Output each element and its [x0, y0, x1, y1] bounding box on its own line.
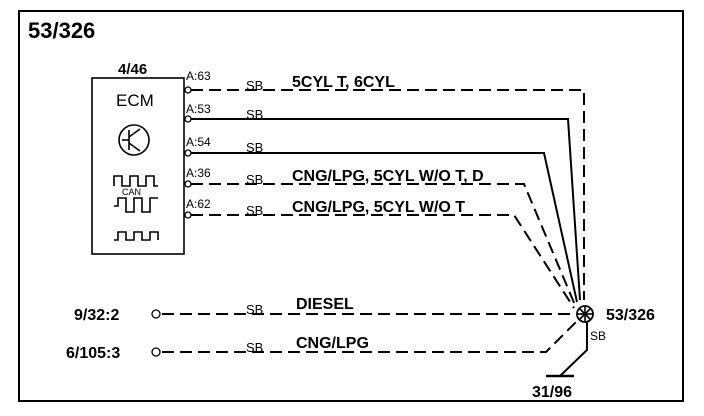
ground-ref-label: 31/96 [532, 384, 572, 401]
splice-icon [576, 305, 594, 323]
wire-a62-condition: CNG/LPG, 5CYL W/O T [292, 199, 465, 216]
ecm-ref-label: 4/46 [118, 61, 147, 78]
wire-a54 [191, 152, 578, 303]
wire-cng-lpg-condition: CNG/LPG [296, 335, 369, 352]
pin-a63-terminal [184, 86, 192, 94]
splice-out-color: SB [590, 329, 606, 343]
wire-a36 [191, 183, 576, 306]
pin-a53-label: A:53 [186, 102, 211, 116]
ecm-label: ECM [116, 91, 154, 110]
pin-a54-label: A:54 [186, 135, 211, 149]
wire-ground [559, 322, 588, 377]
page-id-label: 53/326 [28, 18, 95, 43]
wire-a36-color: SB [246, 172, 263, 187]
connector-9-32-label: 9/32:2 [74, 307, 119, 324]
wire-a62-color: SB [246, 203, 263, 218]
wire-a36-condition: CNG/LPG, 5CYL W/O T, D [292, 168, 484, 185]
pin-a36-label: A:36 [186, 166, 211, 180]
wire-a53 [191, 118, 581, 301]
pin-a36-terminal [184, 180, 192, 188]
pin-a53-terminal [184, 115, 192, 123]
wire-a63-color: SB [246, 78, 263, 93]
wire-a63-condition: 5CYL T, 6CYL [292, 74, 395, 91]
splice-ref-label: 53/326 [606, 307, 655, 324]
wire-diesel-color: SB [246, 302, 263, 317]
can-waveform-icon [113, 175, 159, 241]
wire-a53-color: SB [246, 107, 263, 122]
wire-a63 [191, 89, 585, 300]
pin-a62-terminal [184, 211, 192, 219]
transistor-icon [118, 124, 150, 156]
connector-6-105-terminal [151, 347, 161, 357]
wire-cng-lpg-color: SB [246, 340, 263, 355]
pin-a63-label: A:63 [186, 69, 211, 83]
wire-a54-color: SB [246, 140, 263, 155]
wire-a62 [191, 214, 575, 309]
wire-cng-lpg [162, 321, 577, 353]
connector-6-105-label: 6/105:3 [66, 345, 120, 362]
ecm-box [91, 77, 185, 255]
can-label: CAN [122, 187, 141, 197]
wire-diesel-condition: DIESEL [296, 296, 354, 313]
pin-a62-label: A:62 [186, 197, 211, 211]
pin-a54-terminal [184, 149, 192, 157]
connector-9-32-terminal [151, 309, 161, 319]
